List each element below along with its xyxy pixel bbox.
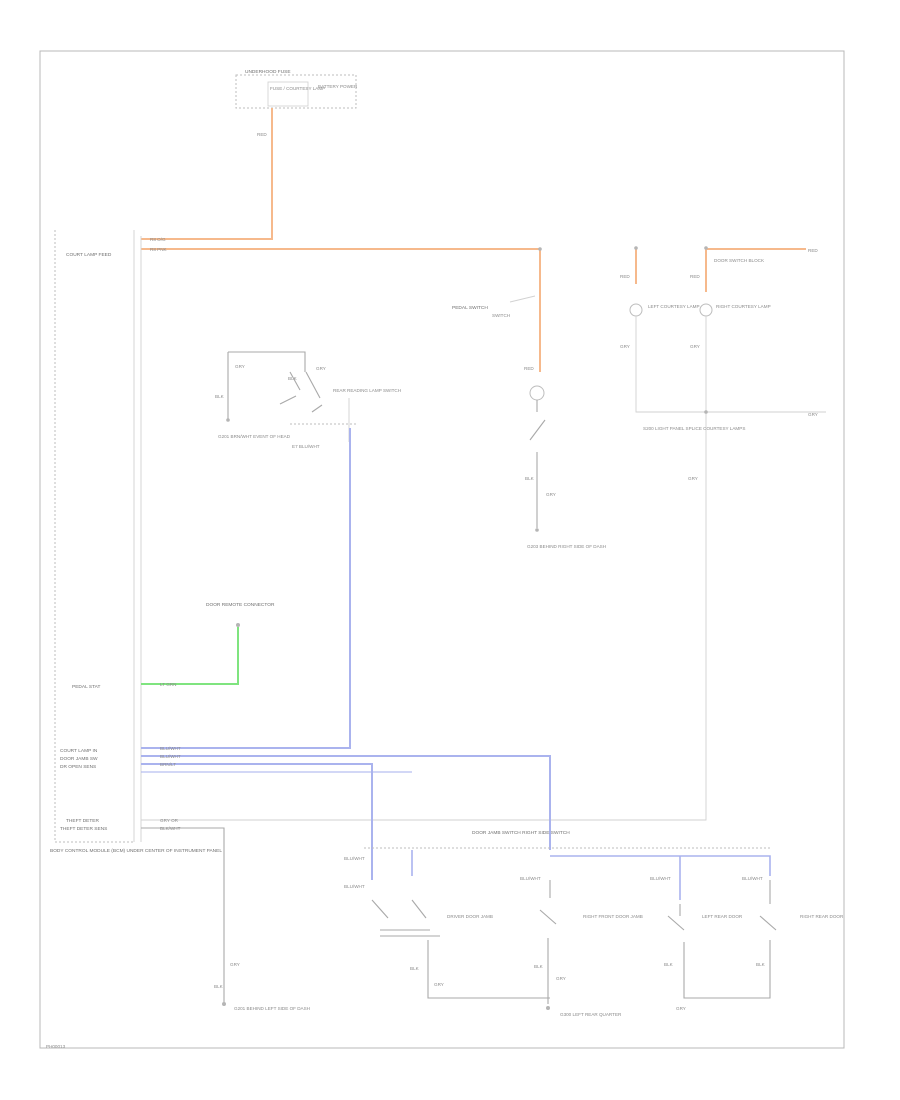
pedal-ground-node (535, 528, 539, 532)
bcm-c1-label: COURT LAMP IN (60, 748, 98, 754)
sw2-blk: BLK (534, 964, 544, 969)
pedal-blk-label: BLK (525, 476, 535, 481)
bcm-title-line1: BODY CONTROL MODULE (BCM) UNDER CENTER O… (50, 848, 222, 854)
bcm-c2-label: DOOR JAMB SW (60, 756, 98, 762)
door-switch-3-label: LEFT REAR DOOR (702, 914, 743, 919)
left-lamp-gray: GRY (620, 344, 630, 349)
bcm-c1-wire-label: BLU/WHT (160, 746, 181, 751)
rear-reading-lamp-switch: GRY BLK G201 BRN/WHT EVENT OF HEAD BLK G… (215, 351, 401, 449)
sw3-gry: GRY (676, 1006, 686, 1011)
right-splice-label: S200 LIGHT PANEL SPLICE COURTESY LAMPS (643, 426, 745, 431)
diagram-code: PH00013 (46, 1044, 66, 1049)
bcm-pin2-label: R8 PNK (150, 247, 168, 252)
reading-switch-label: REAR READING LAMP SWITCH (333, 388, 401, 393)
feed-wire-label: RED (257, 132, 267, 137)
door-remote-connector: DOOR REMOTE CONNECTOR LT GRN (141, 602, 275, 687)
bcm-pin1-label: R8 O/G (150, 237, 166, 242)
sw1-wire2: BLU/WHT (344, 884, 365, 889)
door-switch-2-label: RIGHT FRONT DOOR JAMB (583, 914, 643, 919)
left-courtesy-wire-label: RED (620, 274, 630, 279)
pedal-wire-label: RED (524, 366, 534, 371)
feed-wire-orange (141, 108, 273, 240)
reading-switch-blue-wire (141, 428, 351, 749)
right-gray-label: GRY (808, 412, 818, 417)
left-ground-gry: GRY (230, 962, 240, 967)
sw1-wire1: BLU/WHT (344, 856, 365, 861)
sw1-blk: BLK (410, 966, 420, 971)
door-jamb-blue-wire (141, 755, 551, 850)
sw4-blk: BLK (756, 962, 766, 967)
reading-conn-label: E7 BLU/WHT (292, 444, 320, 449)
door-switch-4-label: RIGHT REAR DOOR (800, 914, 844, 919)
fuse-side-label: BATTERY POWER (318, 84, 358, 89)
right-splice-node (704, 410, 708, 414)
right-lamp-gray: GRY (690, 344, 700, 349)
pedal-ground-label: G203 BEHIND RIGHT SIDE OF DASH (527, 544, 606, 549)
bcm-tail1-wire-label: GRY OR (160, 818, 179, 823)
right-courtesy-wire-label: RED (690, 274, 700, 279)
reading-ground-node (226, 418, 230, 422)
body-control-module: COURT LAMP FEED R8 O/G R8 PNK PEDAL STAT… (50, 230, 222, 854)
door-open-blue-wire (141, 763, 373, 880)
bcm-courtesy-pin-label: COURT LAMP FEED (66, 252, 112, 258)
pedal-switch-label2: SWITCH (492, 313, 510, 318)
fuse-element (267, 81, 309, 107)
reading-gray-label: GRY (235, 364, 245, 369)
pedal-switch: PEDAL SWITCH SWITCH RED BLK GRY G203 BEH… (452, 295, 606, 549)
bcm-c3-wire-label: BRN/LT (160, 762, 176, 767)
underhood-fuse-block: UNDERHOOD FUSE FUSE / COURTESY LAMP BATT… (235, 69, 358, 109)
reading-blk-label: BLK (215, 394, 225, 399)
sw3-blk: BLK (664, 962, 674, 967)
door-block-label: DOOR JAMB SWITCH RIGHT SIDE SWITCH (472, 830, 570, 836)
door-jamb-switch-block: DOOR JAMB SWITCH RIGHT SIDE SWITCH BLU/W… (344, 830, 844, 1017)
pedal-switch-label: PEDAL SWITCH (452, 305, 488, 311)
bcm-tail1-label: THEFT DETER (66, 818, 99, 824)
green-wire-label: LT GRN (160, 682, 176, 687)
pedal-gry-label: GRY (546, 492, 556, 497)
reading-ground-label: G201 BRN/WHT EVENT OF HEAD (218, 434, 291, 439)
sw2-wire: BLU/WHT (520, 876, 541, 881)
left-ground-node (222, 1002, 226, 1006)
right-courtesy-node (704, 246, 708, 250)
pedal-status-green-wire (141, 627, 239, 685)
bcm-tail2-label: THEFT DETER SENS (60, 826, 107, 832)
sw4-wire: BLU/WHT (742, 876, 763, 881)
left-courtesy-lamp-icon (629, 303, 643, 317)
green-connector-node (236, 623, 240, 627)
right-courtesy-lamp-icon (699, 303, 713, 317)
bcm-c2-wire-label: BLU/WHT (160, 754, 181, 759)
bcm-pedal-label: PEDAL STAT (72, 684, 101, 690)
left-courtesy-node (634, 246, 638, 250)
right-fuse-label: RED (808, 248, 818, 253)
left-ground-blk: BLK (214, 984, 224, 989)
theft-deter-wire (141, 827, 225, 1002)
reading-sw-blk: BLK (288, 376, 298, 381)
bcm-tail2-wire-label: BLK/WHT (160, 826, 181, 831)
left-ground-label: G201 BEHIND LEFT SIDE OF DASH (234, 1006, 310, 1011)
courtesy-lamps-group: RED DOOR SWITCH BLOCK RED RED LEFT COURT… (141, 246, 826, 821)
pedal-lamp-icon (529, 385, 545, 401)
splice-node (538, 247, 542, 251)
sw3-wire: BLU/WHT (650, 876, 671, 881)
bottom-ground-node (546, 1006, 550, 1010)
right-courtesy-label: RIGHT COURTESY LAMP (716, 304, 771, 309)
fuse-box-label: UNDERHOOD FUSE (245, 69, 291, 75)
fuse-name-label: FUSE / COURTESY LAMP (270, 86, 325, 91)
reading-sw-gry: GRY (316, 366, 326, 371)
right-gray-end: GRY (688, 476, 698, 481)
bcm-c3-label: DR OPEN SENS (60, 764, 96, 770)
sw1-gry: GRY (434, 982, 444, 987)
left-courtesy-label: LEFT COURTESY LAMP (648, 304, 700, 309)
right-lamp-group-label: DOOR SWITCH BLOCK (714, 258, 765, 263)
door-switch-1-label: DRIVER DOOR JAMB (447, 914, 493, 919)
green-connector-label: DOOR REMOTE CONNECTOR (206, 602, 275, 608)
diagram-frame (39, 50, 845, 1049)
bottom-ground-label: G300 LEFT REAR QUARTER (560, 1012, 622, 1017)
door-right-blue-bus (550, 855, 771, 876)
sw2-gry: GRY (556, 976, 566, 981)
